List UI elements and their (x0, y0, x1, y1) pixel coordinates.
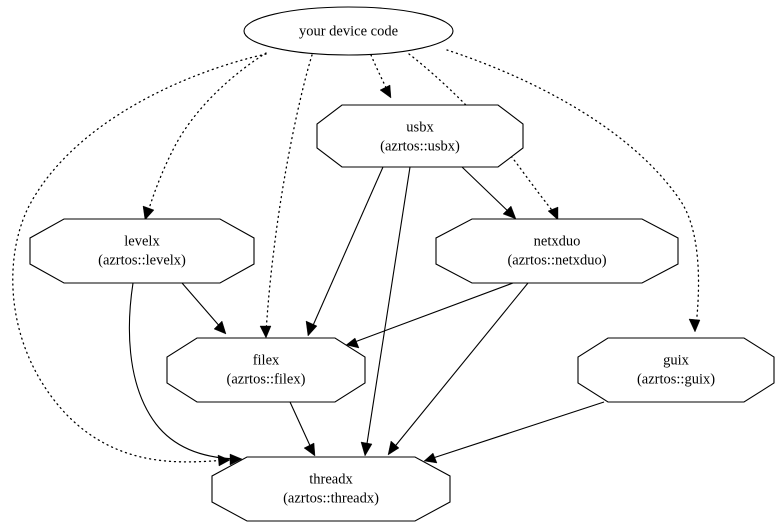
arrowhead-icon (305, 320, 318, 337)
dotted-edge-group (12, 49, 701, 467)
arrowhead-icon (688, 318, 701, 333)
node-label-levelx-line2: (azrtos::levelx) (98, 252, 186, 268)
node-shape-octagon (29, 218, 255, 284)
edge-netxduo-to-filex (345, 282, 514, 349)
node-threadx[interactable]: threadx (azrtos::threadx) (211, 456, 451, 522)
arrowhead-icon (547, 206, 559, 221)
arrowhead-icon (387, 440, 400, 456)
edge-levelx-to-filex (181, 282, 227, 335)
node-label-levelx-line1: levelx (124, 233, 160, 249)
edge-netxduo-to-threadx (387, 282, 529, 456)
edge-device-to-usbx (370, 54, 392, 99)
node-label-netxduo-line2: (azrtos::netxduo) (507, 252, 606, 268)
solid-edge-group (128, 166, 605, 466)
node-shape-octagon (577, 337, 775, 403)
node-netxduo[interactable]: netxduo (azrtos::netxduo) (435, 218, 679, 284)
arrowhead-icon (345, 337, 360, 349)
arrowhead-icon (217, 454, 231, 467)
edge-levelx-to-threadx (128, 282, 243, 466)
arrowhead-icon (360, 441, 373, 457)
node-label-filex-line2: (azrtos::filex) (227, 371, 306, 387)
edge-usbx-to-threadx (360, 166, 411, 457)
node-shape-octagon (211, 456, 451, 522)
node-shape-octagon (166, 337, 366, 403)
arrowhead-icon (303, 442, 316, 457)
node-your-device-code[interactable]: your device code (243, 6, 454, 56)
arrowhead-icon (259, 325, 272, 339)
edge-guix-to-threadx (423, 401, 605, 464)
edge-filex-to-threadx (289, 401, 316, 457)
edge-device-to-filex (259, 54, 313, 339)
node-label-threadx-line1: threadx (309, 471, 353, 487)
edge-device-to-guix (446, 49, 701, 333)
edge-usbx-to-netxduo (461, 166, 517, 220)
arrowhead-icon (142, 205, 155, 221)
node-label-guix-line1: guix (663, 352, 690, 368)
node-usbx[interactable]: usbx (azrtos::usbx) (316, 104, 524, 168)
node-shape-octagon (435, 218, 679, 284)
node-levelx[interactable]: levelx (azrtos::levelx) (29, 218, 255, 284)
arrowhead-icon (379, 84, 392, 99)
node-label-device-line1: your device code (299, 23, 398, 39)
node-label-guix-line2: (azrtos::guix) (637, 371, 715, 387)
arrowhead-icon (502, 205, 517, 220)
node-guix[interactable]: guix (azrtos::guix) (577, 337, 775, 403)
node-label-usbx-line2: (azrtos::usbx) (380, 138, 460, 154)
node-label-filex-line1: filex (253, 352, 280, 368)
node-label-usbx-line1: usbx (406, 119, 434, 135)
node-label-threadx-line2: (azrtos::threadx) (283, 490, 379, 506)
edge-usbx-to-filex (305, 166, 384, 337)
arrowhead-icon (213, 320, 227, 335)
node-shape-ellipse (243, 6, 454, 56)
node-label-netxduo-line1: netxduo (534, 233, 581, 249)
arrowhead-icon (229, 453, 243, 466)
edge-device-to-netxduo (408, 53, 559, 221)
node-filex[interactable]: filex (azrtos::filex) (166, 337, 366, 403)
edge-device-to-levelx (142, 52, 267, 221)
arrowhead-icon (423, 452, 438, 464)
node-shape-octagon (316, 104, 524, 168)
